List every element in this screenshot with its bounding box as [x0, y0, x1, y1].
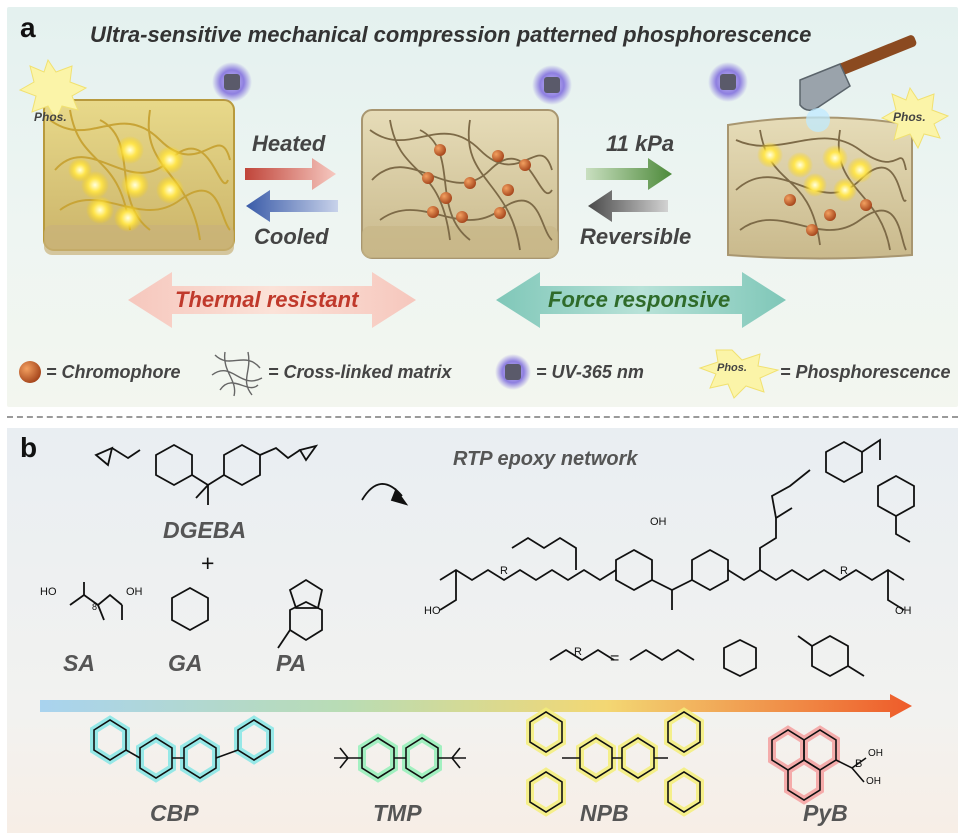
reversible-arrow: [588, 190, 668, 222]
phos-starburst-left: [18, 58, 88, 122]
network-ho-label: HO: [424, 605, 441, 617]
npb-molecule: [526, 707, 704, 817]
ga-label: GA: [168, 650, 203, 676]
pyb-oh-label-2: OH: [866, 776, 881, 787]
legend-matrix-label: = Cross-linked matrix: [268, 362, 452, 382]
legend-uv-label: = UV-365 nm: [536, 362, 644, 382]
pyb-oh-label-1: OH: [868, 748, 883, 759]
npb-label: NPB: [580, 800, 629, 826]
panel-a-title: Ultra-sensitive mechanical compression p…: [90, 22, 812, 47]
phos-badge-left: Phos.: [34, 110, 67, 124]
network-title: RTP epoxy network: [453, 448, 638, 470]
cbp-molecule: [90, 715, 274, 783]
legend-phos-icon: [698, 349, 780, 399]
pressure-label: 11 kPa: [606, 131, 675, 156]
network-oh-label-right: OH: [895, 605, 912, 617]
pyb-boron-label: B: [855, 758, 863, 770]
gel-cube-glowing-left: [43, 99, 235, 255]
equals-sign: =: [610, 650, 620, 667]
cooled-label: Cooled: [254, 224, 329, 249]
network-oh-label-top: OH: [650, 516, 667, 528]
force-responsive-label: Force responsive: [548, 287, 731, 312]
reversible-label: Reversible: [580, 224, 692, 249]
sa-label: SA: [63, 650, 95, 676]
pyb-label: PyB: [803, 800, 848, 826]
cbp-label: CBP: [150, 800, 199, 826]
legend-uv-icon: [495, 354, 531, 390]
tmp-label: TMP: [373, 800, 422, 826]
sa-oh-label: OH: [126, 586, 143, 598]
uv-lamp-left: [212, 62, 252, 102]
thermal-resistant-label: Thermal resistant: [175, 287, 359, 312]
uv-lamp-right: [708, 62, 748, 102]
gel-cube-compressed-right: [727, 116, 913, 260]
legend-chromophore-label: = Chromophore: [46, 362, 181, 382]
plus-sign: +: [201, 550, 215, 576]
pressure-arrow: [586, 158, 672, 190]
phos-starburst-right: [880, 86, 950, 150]
phos-badge-right: Phos.: [893, 110, 926, 124]
heated-arrow: [245, 158, 336, 190]
network-r-label-left: R: [500, 565, 508, 577]
spectrum-arrow: [40, 694, 912, 718]
tmp-molecule: [334, 733, 466, 783]
panel-divider: [7, 416, 958, 418]
hammer: [799, 35, 917, 132]
legend-phos-label: = Phosphorescence: [780, 362, 951, 382]
sa-n8-label: 8: [92, 602, 98, 612]
legend-matrix-icon: [211, 351, 263, 397]
panel-a-letter: a: [20, 12, 36, 43]
pyb-molecule: [768, 725, 867, 805]
legend-chromophore-icon: [19, 361, 41, 383]
chemical-structures: [69, 438, 915, 678]
cooled-arrow: [246, 190, 338, 222]
dgeba-label: DGEBA: [163, 517, 247, 543]
pa-label: PA: [276, 650, 307, 676]
panel-b-letter: b: [20, 432, 38, 463]
force-responsive-arrow: [496, 272, 786, 328]
uv-lamp-middle: [532, 65, 572, 105]
legend-phos-badge: Phos.: [717, 362, 747, 374]
gel-cube-middle: [361, 109, 559, 259]
heated-label: Heated: [252, 131, 326, 156]
network-r-label-right: R: [840, 565, 848, 577]
sa-ho-label: HO: [40, 586, 57, 598]
legend-r-label: R: [574, 646, 582, 658]
thermal-resistant-arrow: [128, 272, 416, 328]
